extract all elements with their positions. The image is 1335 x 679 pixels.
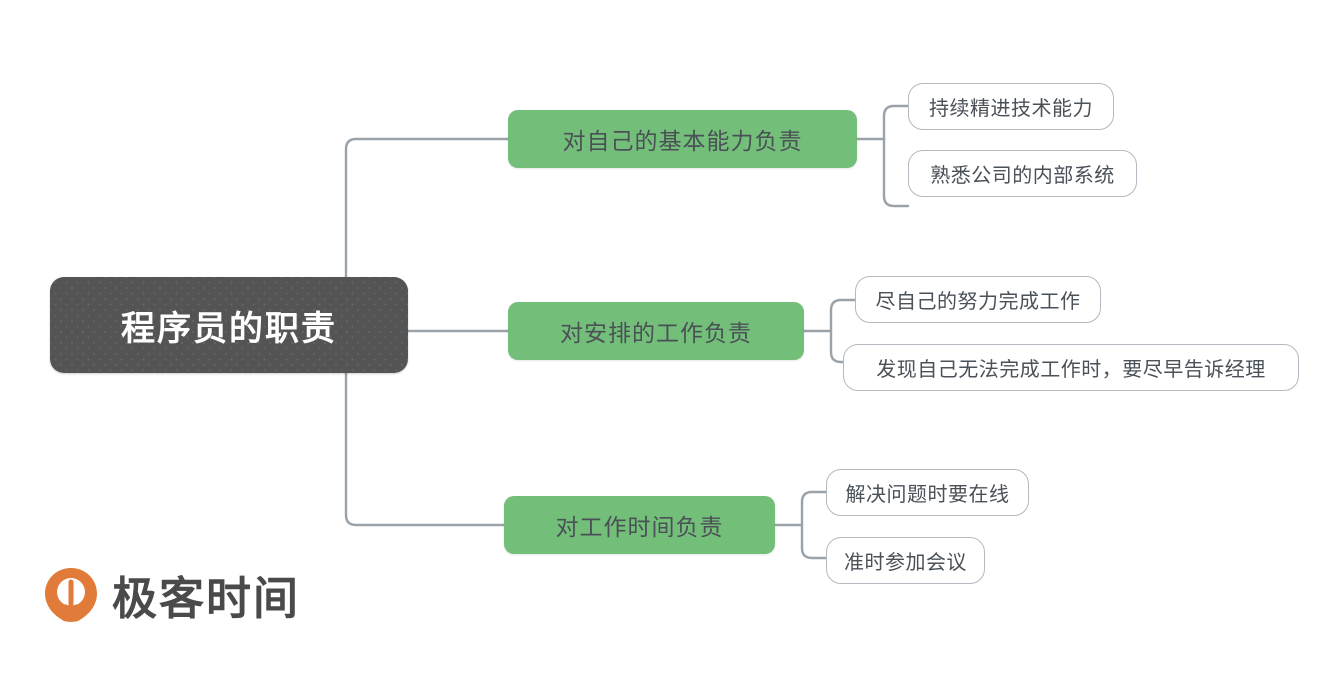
leaf-node-2-2[interactable]: 发现自己无法完成工作时，要尽早告诉经理 [843, 344, 1299, 391]
connector-branch-3-leaf-2 [800, 546, 828, 560]
connector-branch-2-leaf-2 [829, 350, 845, 364]
leaf-node-1-1[interactable]: 持续精进技术能力 [908, 83, 1114, 130]
leaf-node-1-2[interactable]: 熟悉公司的内部系统 [908, 150, 1137, 197]
leaf-node-2-1[interactable]: 尽自己的努力完成工作 [855, 276, 1101, 323]
connector-branch-1-leaf-2 [882, 194, 910, 208]
connector-branch-2-leaf-1 [829, 298, 857, 312]
connector-branch-3-leaf-1 [800, 490, 828, 504]
root-node[interactable]: 程序员的职责 [50, 277, 408, 373]
connector-root-to-branch-3 [344, 371, 506, 527]
connector-root-to-branch-1 [344, 137, 510, 279]
branch-node-1[interactable]: 对自己的基本能力负责 [508, 110, 857, 168]
geektime-pin-icon [42, 566, 100, 630]
brand-logo: 极客时间 [42, 566, 300, 630]
branch-node-3[interactable]: 对工作时间负责 [504, 496, 775, 554]
brand-logo-text: 极客时间 [112, 572, 301, 624]
leaf-node-3-2[interactable]: 准时参加会议 [826, 537, 985, 584]
connector-branch-1-leaf-1 [882, 104, 910, 118]
branch-node-2[interactable]: 对安排的工作负责 [508, 302, 804, 360]
leaf-node-3-1[interactable]: 解决问题时要在线 [826, 469, 1029, 516]
